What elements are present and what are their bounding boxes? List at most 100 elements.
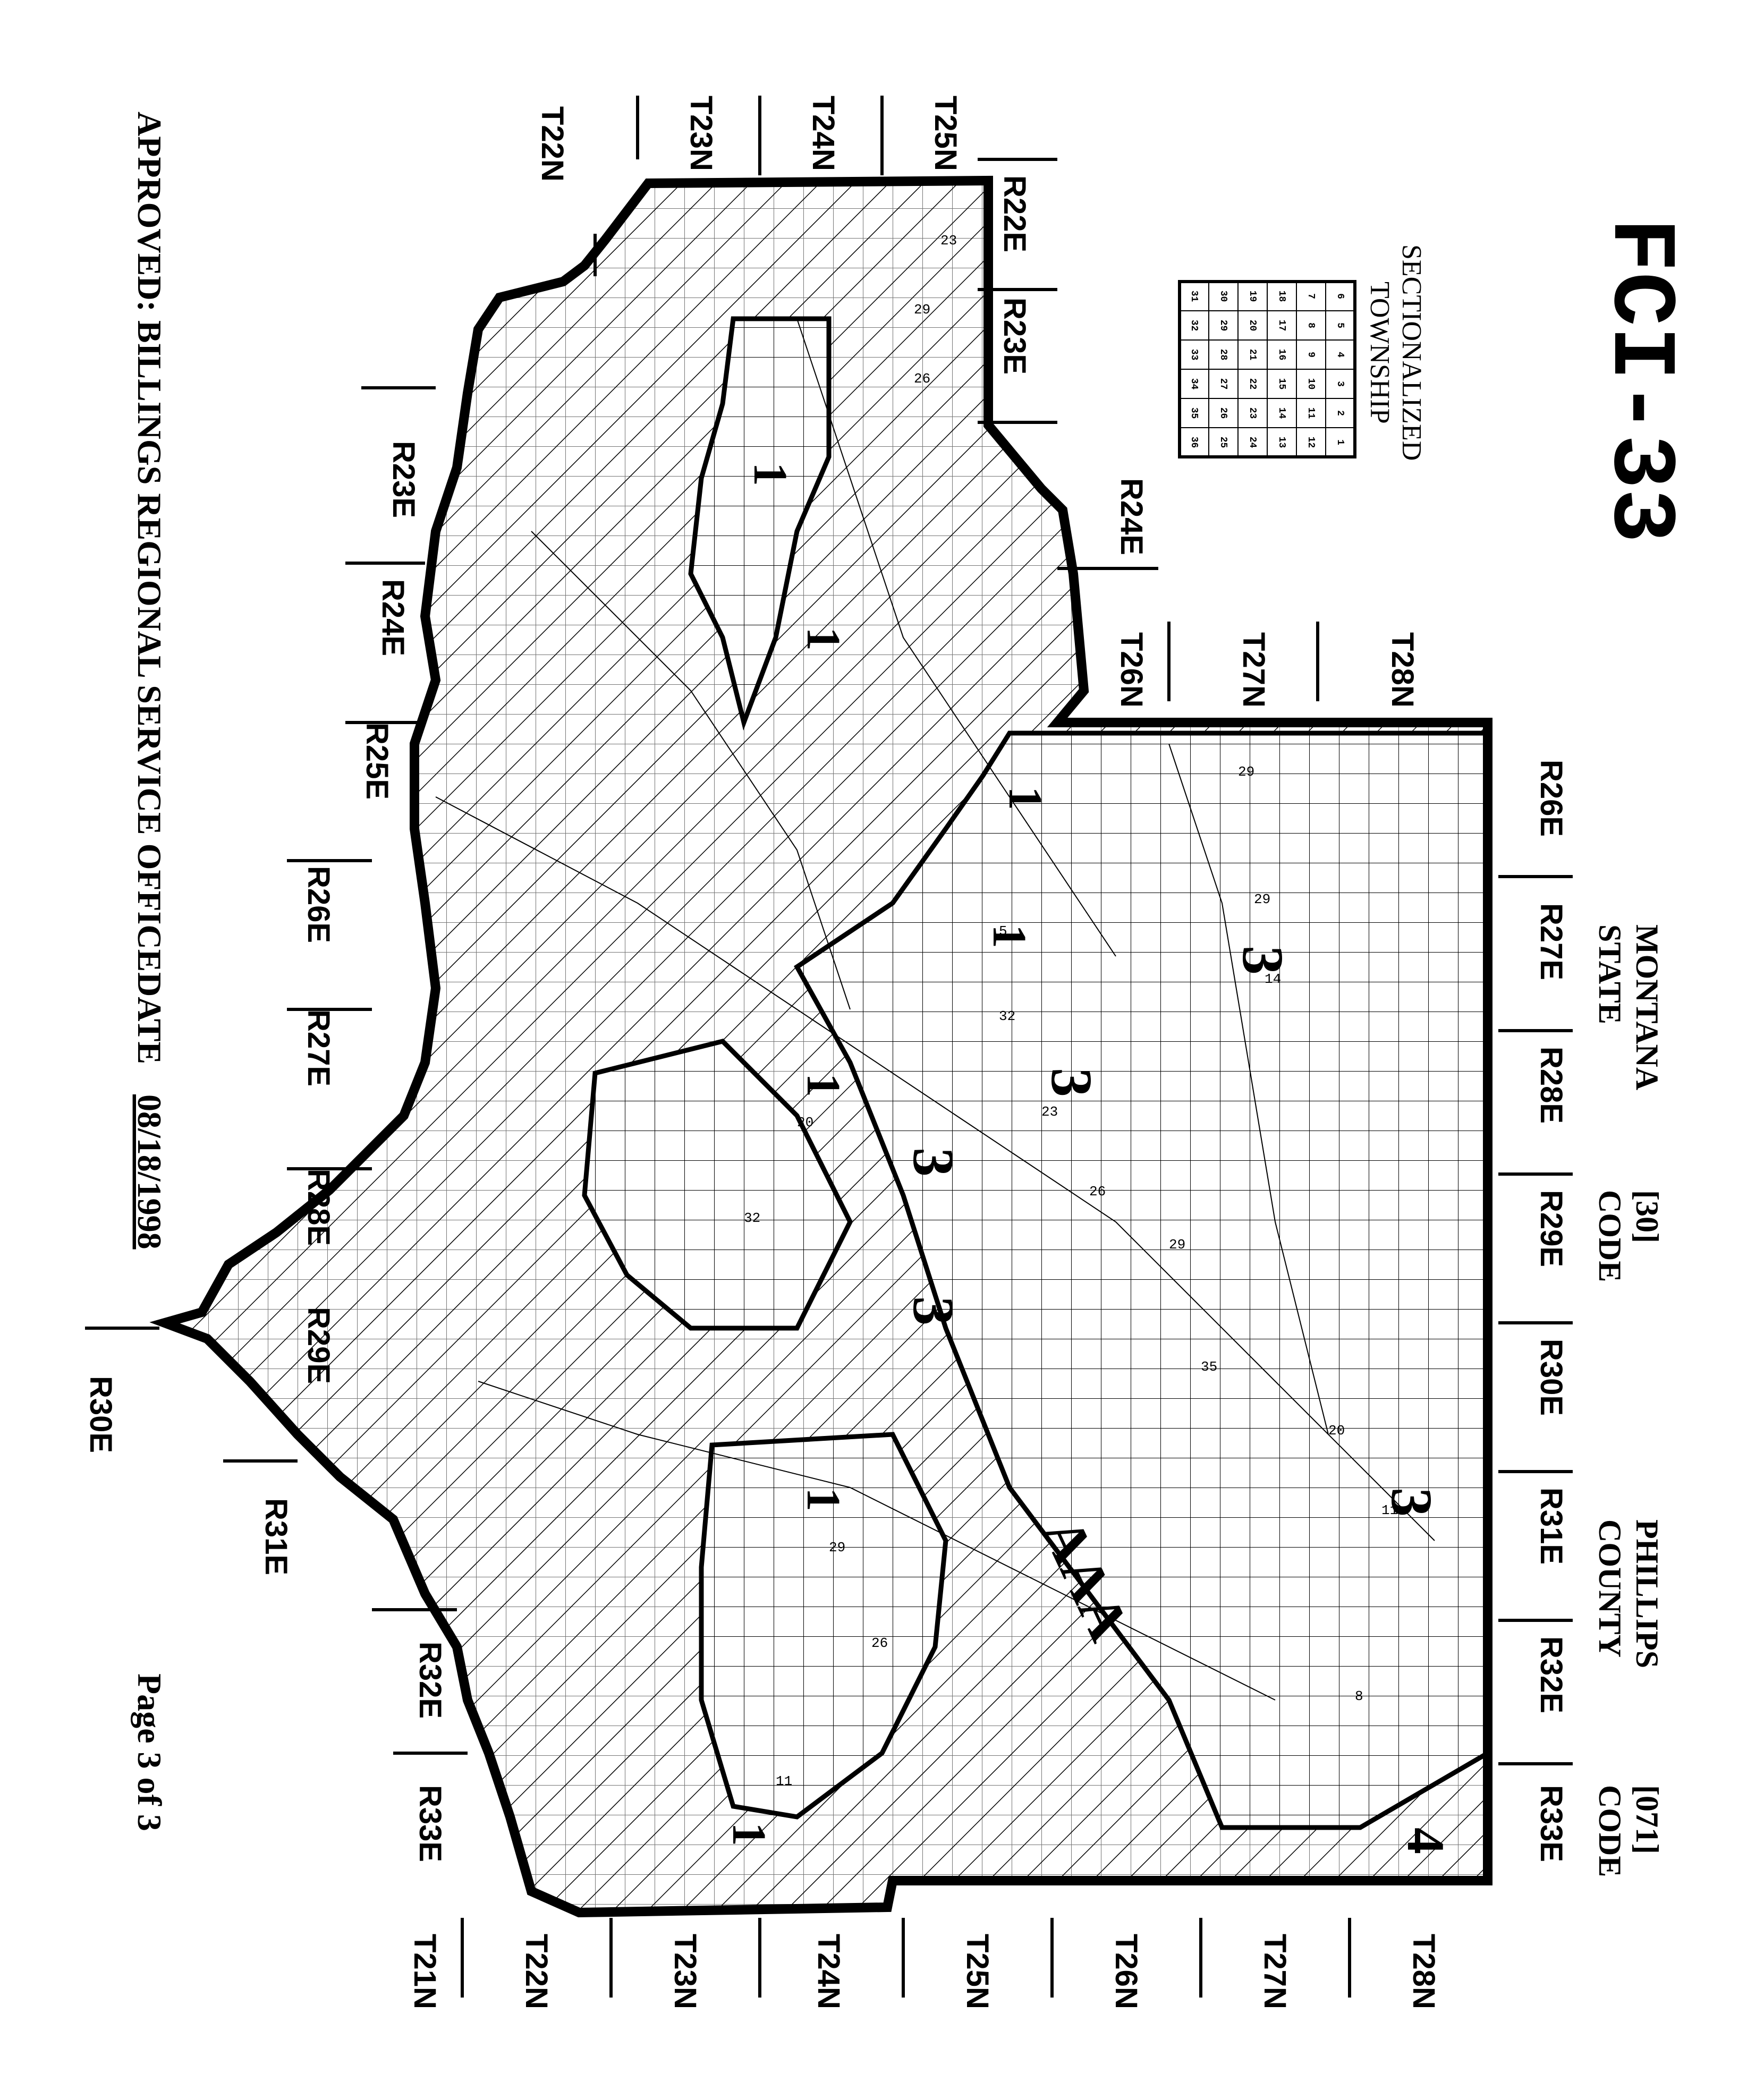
range-label-left: R33E: [413, 1785, 447, 1862]
boundary-ticks: [85, 96, 1573, 1998]
legend-section-number: 3: [1335, 381, 1345, 387]
township-label-top: T27N: [1236, 632, 1271, 708]
legend-section-number: 28: [1218, 349, 1228, 361]
range-label-right: R28E: [1534, 1047, 1568, 1124]
svg-text:14: 14: [1265, 971, 1281, 987]
svg-text:23: 23: [940, 233, 957, 249]
date-label: DATE: [131, 972, 168, 1064]
range-label-right: R32E: [1534, 1636, 1568, 1713]
range-label-inner: R23E: [997, 298, 1032, 375]
legend-section-number: 25: [1218, 437, 1228, 448]
svg-text:26: 26: [871, 1635, 888, 1651]
state-code-label: CODE: [1592, 1190, 1627, 1282]
township-label-bottom: T21N: [408, 1934, 442, 2009]
legend-title-line1: SECTIONALIZED: [1396, 244, 1427, 461]
legend-section-number: 15: [1276, 378, 1287, 390]
legend-section-number: 10: [1305, 378, 1316, 390]
svg-text:11: 11: [776, 1773, 792, 1789]
range-label-left: R29E: [301, 1307, 336, 1384]
legend-section-number: 13: [1276, 437, 1287, 448]
legend-section-number: 21: [1247, 349, 1258, 361]
legend-section-number: 29: [1218, 320, 1228, 332]
county-label: COUNTY: [1592, 1519, 1627, 1658]
tract-outlines: [582, 316, 1488, 1830]
svg-text:29: 29: [1238, 764, 1254, 780]
svg-text:20: 20: [1328, 1423, 1345, 1439]
svg-text:32: 32: [744, 1210, 760, 1226]
map-marker: 3: [901, 1148, 966, 1177]
legend-section-number: 20: [1247, 320, 1258, 332]
county-name: PHILLIPS: [1630, 1519, 1665, 1668]
legend-section-number: 34: [1189, 378, 1199, 390]
tract-markers: 3 3 3 3 3 4 1 1 1 1 1 1 1 AAA: [723, 462, 1455, 1854]
legend-section-number: 1: [1335, 439, 1345, 445]
range-label-right: R27E: [1534, 903, 1568, 980]
legend-section-number: 22: [1247, 378, 1258, 390]
svg-text:29: 29: [1254, 891, 1270, 907]
legend-section-number: 35: [1189, 407, 1199, 419]
map-marker: 1: [797, 627, 850, 651]
township-label-top: T26N: [1114, 632, 1149, 708]
legend-section-number: 4: [1335, 352, 1345, 358]
map-marker: 1: [999, 786, 1051, 810]
map-marker: 4: [1396, 1828, 1455, 1854]
legend-cell: [1179, 427, 1209, 457]
page-info: Page 3 of 3: [131, 1673, 168, 1831]
range-label-inner: R22E: [997, 175, 1032, 252]
map-marker: 1: [797, 1073, 850, 1097]
range-label-left: R27E: [301, 1009, 336, 1086]
svg-text:5: 5: [999, 923, 1007, 939]
map-marker: 1: [744, 462, 796, 486]
legend-section-number: 31: [1189, 291, 1199, 302]
legend-section-number: 6: [1335, 293, 1345, 299]
legend-section-number: 11: [1305, 407, 1316, 419]
date-value: 08/18/1998: [131, 1094, 168, 1250]
state-code: [30]: [1630, 1190, 1665, 1243]
range-label-left: R30E: [83, 1376, 118, 1453]
svg-text:35: 35: [1201, 1359, 1217, 1375]
legend-section-number: 8: [1305, 322, 1316, 328]
legend-section-number: 5: [1335, 322, 1345, 328]
map-marker: 1: [983, 924, 1036, 948]
township-label-top: T24N: [806, 96, 841, 171]
legend: 6543217891011121817161514131920212223243…: [1178, 280, 1356, 458]
state-label: STATE: [1592, 924, 1627, 1024]
township-label-bottom: T25N: [960, 1934, 995, 2009]
range-label-right: R31E: [1534, 1488, 1568, 1565]
county-code: [071]: [1630, 1785, 1665, 1854]
legend-section-number: 24: [1247, 437, 1258, 448]
map-marker: 3: [901, 1296, 966, 1325]
svg-text:29: 29: [1169, 1237, 1185, 1253]
legend-section-number: 33: [1189, 349, 1199, 361]
township-label-top: T23N: [684, 96, 718, 171]
range-label-right: R33E: [1534, 1785, 1568, 1862]
legend-section-number: 7: [1305, 293, 1316, 299]
map-marker: 3: [1231, 946, 1295, 975]
svg-text:8: 8: [1355, 1688, 1363, 1704]
range-label-left: R26E: [301, 866, 336, 943]
range-label-left: R32E: [413, 1642, 447, 1719]
svg-text:26: 26: [1089, 1184, 1106, 1200]
legend-section-number: 17: [1276, 320, 1287, 332]
range-label-left: R28E: [301, 1169, 336, 1246]
legend-section-number: 32: [1189, 320, 1199, 332]
svg-text:11: 11: [1381, 1502, 1398, 1518]
svg-text:29: 29: [914, 302, 930, 318]
legend-section-number: 16: [1276, 349, 1287, 361]
svg-text:32: 32: [999, 1008, 1015, 1024]
county-boundary: [149, 175, 1492, 1918]
township-label-bottom: T26N: [1109, 1934, 1143, 2009]
township-label-top: T22N: [535, 106, 570, 182]
map-marker: 1: [723, 1822, 775, 1846]
map-marker: 3: [1379, 1488, 1444, 1517]
roads-streams: [435, 318, 1435, 1701]
range-label-left: R31E: [259, 1498, 293, 1575]
map-marker: 1: [797, 1488, 850, 1511]
legend-section-number: 14: [1276, 407, 1287, 419]
legend-section-number: 36: [1189, 437, 1199, 448]
form-id: FCI-33: [1588, 218, 1690, 543]
